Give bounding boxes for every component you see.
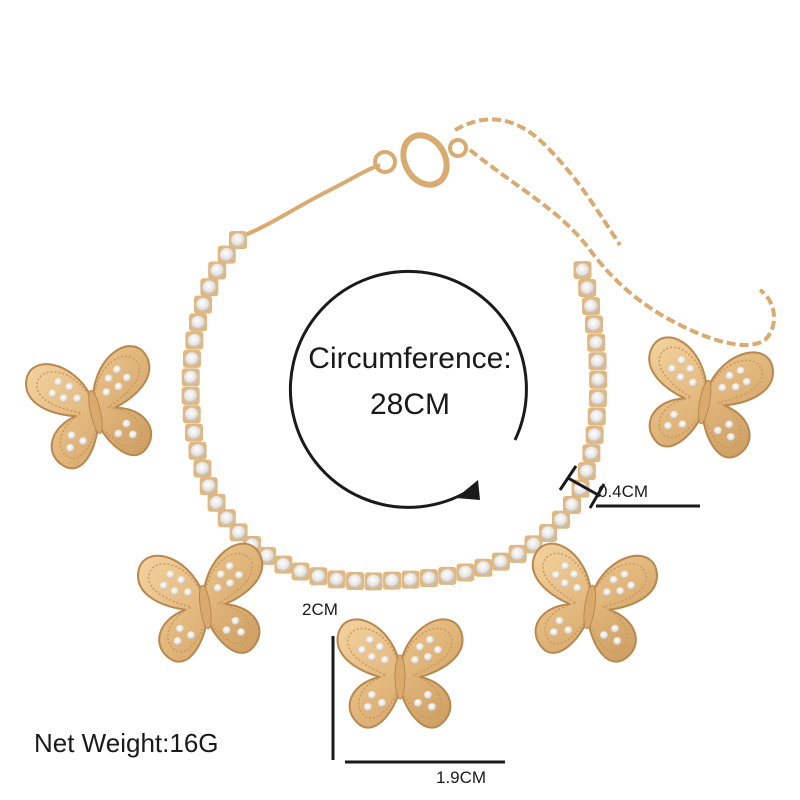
- rhinestone: [586, 317, 602, 332]
- rhinestone: [579, 463, 595, 479]
- rhinestone: [403, 572, 418, 587]
- rhinestone: [186, 333, 202, 348]
- lobster-clasp: [373, 132, 468, 188]
- rhinestone: [195, 461, 210, 477]
- circumference-title: Circumference:: [308, 342, 512, 375]
- circumference-value: 28CM: [369, 388, 451, 421]
- rhinestone: [590, 372, 606, 388]
- rhinestone: [184, 406, 200, 422]
- rhinestone: [190, 443, 205, 459]
- rhinestone: [575, 262, 590, 278]
- rhinestone: [583, 298, 599, 314]
- rhinestone: [183, 388, 199, 404]
- rhinestone: [230, 232, 246, 248]
- rhinestone: [553, 512, 569, 528]
- net-weight-label: Net Weight:16G: [34, 728, 219, 758]
- rhinestone: [384, 573, 400, 588]
- stone-width-label: 0.4CM: [598, 482, 649, 501]
- rhinestone: [366, 573, 381, 589]
- rhinestone: [311, 568, 326, 584]
- rhinestone: [347, 573, 363, 589]
- rhinestone: [231, 525, 247, 540]
- rhinestone: [587, 427, 603, 443]
- rhinestone: [458, 565, 473, 580]
- charm-width-label: 1.9CM: [436, 768, 487, 787]
- rhinestone: [526, 537, 541, 552]
- rhinestone: [190, 315, 206, 330]
- rhinestone: [275, 557, 291, 573]
- rhinestone: [329, 572, 345, 587]
- circular-arrow-icon: [288, 269, 528, 509]
- rhinestone: [510, 546, 526, 562]
- rhinestone: [186, 425, 202, 441]
- dimension-lines: [331, 465, 700, 764]
- rhinestone: [421, 570, 437, 586]
- rhinestone: [219, 247, 235, 263]
- rhinestone: [209, 263, 225, 278]
- rhinestone: [293, 564, 308, 579]
- rhinestone: [493, 554, 509, 570]
- rhinestone: [219, 510, 235, 526]
- rhinestone: [475, 560, 491, 576]
- rhinestone: [590, 390, 606, 406]
- rhinestone: [579, 280, 595, 296]
- rhinestone: [209, 495, 224, 511]
- rhinestone: [183, 369, 199, 385]
- butterfly-charm-right-top: [633, 333, 778, 464]
- rhinestone: [201, 279, 217, 295]
- butterfly-charm-left-top: [21, 341, 169, 476]
- rhinestone: [540, 525, 556, 541]
- butterfly-charm-right-bottom: [519, 540, 661, 667]
- charm-height-label: 2CM: [302, 600, 338, 619]
- butterfly-charm-center: [336, 618, 464, 729]
- rhinestone: [589, 409, 605, 425]
- stone-chain: [181, 231, 608, 591]
- rhinestone: [439, 568, 455, 584]
- rhinestone: [184, 351, 200, 367]
- rhinestone: [583, 445, 599, 461]
- butterfly-charm-left-bottom: [134, 540, 276, 667]
- rhinestone: [201, 478, 217, 494]
- rhinestone: [590, 353, 605, 369]
- curb-chain: [244, 117, 777, 347]
- rhinestone: [564, 497, 580, 513]
- rhinestone: [588, 335, 604, 351]
- rhinestone: [195, 297, 211, 313]
